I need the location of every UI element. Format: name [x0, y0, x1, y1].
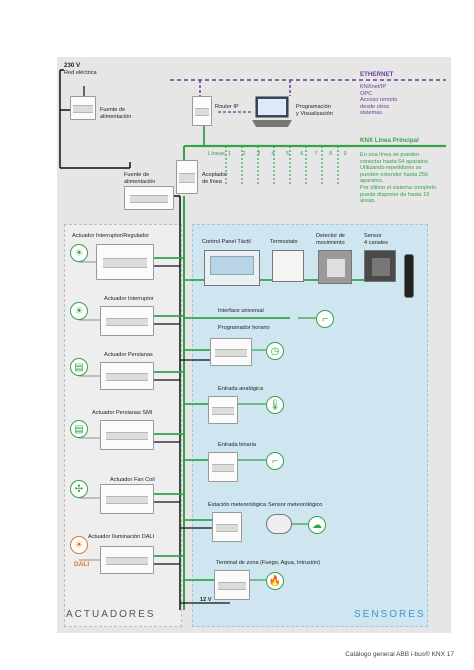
lamp-icon: ☀: [70, 302, 88, 320]
weather-station-device: [212, 512, 242, 542]
actuator-dimmer-device: [96, 244, 154, 280]
sensor-label-binary-input: Entrada binaria: [218, 442, 256, 448]
low-voltage-label: 12 V: [200, 597, 212, 603]
actuator-label-fan-coil: Actuador Fan Coil: [110, 477, 155, 483]
motion-detector-device: [318, 250, 352, 284]
switch-icon: ⌐: [316, 310, 334, 328]
sensor-label-zone-terminal: Terminal de zona (Fuego, Agua, Intrusión…: [216, 560, 321, 566]
line-numbers: 1 2 3 4 5 6 7 8 9: [228, 151, 347, 157]
actuator-label-dali: Actuador Iluminación DALI: [88, 534, 155, 540]
thermostat-device: [272, 250, 304, 282]
remote-control-device: [404, 254, 414, 298]
sensor-label-touch-panel: Control Panel Táctil: [202, 239, 251, 245]
actuator-blind-smi-device: [100, 420, 154, 450]
sensor-label-universal-interface: Interface universal: [218, 308, 264, 314]
lamp-dimmer-icon: ☀: [70, 244, 88, 262]
ethernet-services: KNXnet/IP OPC Acceso remoto desde otros …: [360, 84, 398, 117]
sensors-title: SENSORES: [354, 609, 426, 620]
sensor-label-thermostat: Termostato: [270, 239, 298, 245]
actuator-switch-device: [100, 306, 154, 336]
actuator-blind-device: [100, 362, 154, 390]
sensor-label-timer: Programador horario: [218, 325, 270, 331]
sensor-4ch-device: [364, 250, 396, 282]
line-coupler-device: [176, 160, 198, 194]
knx-main-line-title: KNX Línea Principal: [360, 137, 419, 144]
lines-label: Líneas: [208, 151, 225, 157]
actuator-label-dimmer: Actuador Interruptor/Regulador: [72, 233, 150, 239]
supply-voltage: 230 V: [64, 62, 81, 69]
switch-icon: ⌐: [266, 452, 284, 470]
lamp-dali-icon: ☀: [70, 536, 88, 554]
actuator-label-switch: Actuador Interruptor: [104, 296, 154, 302]
power-supply-device: [70, 96, 96, 120]
zone-terminal-device: [214, 570, 250, 600]
fan-icon: ✣: [70, 480, 88, 498]
weather-icon: ☁: [308, 516, 326, 534]
ethernet-title: ETHERNET: [360, 71, 394, 78]
sensor-label-weather-station: Estación meteorológica: [208, 502, 267, 508]
actuator-fan-coil-device: [100, 484, 154, 514]
actuator-dali-device: [100, 546, 154, 574]
actuator-label-blind: Actuador Persianas: [104, 352, 153, 358]
sensor-label-weather-sensor: Sensor meteorológico: [268, 502, 323, 508]
main-line-notes: En una línea se pueden conectar hasta 64…: [360, 152, 437, 205]
ip-router-device: [192, 96, 212, 126]
ip-router-label: Router IP: [215, 104, 239, 110]
touch-panel-device: [204, 250, 260, 286]
sensors-area: [192, 224, 428, 627]
timer-device: [210, 338, 252, 366]
actuator-label-blind-smi: Actuador Persianas SMI: [92, 410, 153, 416]
alarm-icon: 🔥: [266, 572, 284, 590]
thermometer-icon: 🌡: [266, 396, 284, 414]
actuators-title: ACTUADORES: [66, 609, 156, 620]
dali-tag: DALI: [74, 561, 90, 568]
blind-icon: ▤: [70, 358, 88, 376]
page-footer: Catálogo general ABB i-bus® KNX 17: [345, 651, 454, 658]
computer-icon: [252, 96, 292, 127]
blind-smi-icon: ▤: [70, 420, 88, 438]
sensor-label-analog-input: Entrada analógica: [218, 386, 264, 392]
weather-sensor-device: [266, 514, 292, 534]
clock-icon: ◷: [266, 342, 284, 360]
line-power-supply-device: [124, 186, 174, 210]
analog-input-device: [208, 396, 238, 424]
supply-network: Red eléctrica: [64, 70, 97, 76]
binary-input-device: [208, 452, 238, 482]
